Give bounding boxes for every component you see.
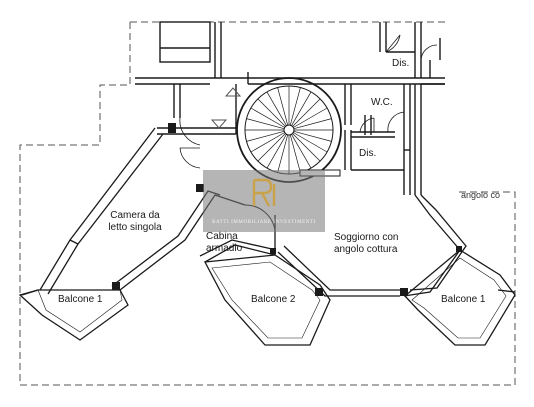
watermark-tagline: RATTI IMMOBILIARE INVESTIMENTI bbox=[212, 220, 316, 225]
stair-tread bbox=[289, 87, 301, 126]
stair-tread bbox=[292, 98, 321, 127]
agency-watermark-logo: RATTI IMMOBILIARE INVESTIMENTI bbox=[203, 170, 325, 232]
label-cabina-line2: armadio bbox=[206, 243, 243, 254]
perimeter-walls bbox=[39, 127, 467, 297]
stair-tread bbox=[293, 132, 328, 153]
label-camera-line1: Camera da bbox=[110, 210, 160, 221]
stair-tread bbox=[266, 134, 287, 169]
stair-tread bbox=[291, 134, 312, 169]
stair-tread bbox=[293, 107, 328, 128]
balconies bbox=[18, 249, 516, 346]
stair-tread bbox=[250, 132, 285, 153]
ri-monogram-icon bbox=[252, 178, 276, 207]
wall-markers bbox=[112, 123, 462, 296]
label-cabina: Cabina armadio bbox=[206, 231, 242, 255]
property-boundary bbox=[19, 21, 516, 386]
label-balcone-right: Balcone 1 bbox=[441, 294, 486, 305]
label-disimpegno-mid: Dis. bbox=[359, 148, 377, 159]
stair-tread bbox=[289, 134, 301, 173]
label-camera-line2: letto singola bbox=[108, 222, 162, 233]
label-soggiorno: Soggiorno con angolo cottura bbox=[334, 232, 399, 256]
label-wc: W.C. bbox=[371, 97, 393, 108]
stair-tread bbox=[246, 118, 285, 130]
stair-tread bbox=[246, 130, 285, 142]
label-balcone-mid: Balcone 2 bbox=[251, 294, 296, 305]
spiral-staircase bbox=[236, 77, 342, 183]
stair-tread bbox=[292, 133, 321, 162]
label-soggiorno-line1: Soggiorno con bbox=[334, 232, 399, 243]
stair-tread bbox=[277, 87, 289, 126]
label-disimpegno-top: Dis. bbox=[392, 58, 410, 69]
label-camera: Camera da letto singola bbox=[100, 210, 170, 234]
stair-tread bbox=[250, 107, 285, 128]
label-soggiorno-line2: angolo cottura bbox=[334, 244, 398, 255]
label-angolo-partial: angolo co bbox=[461, 190, 501, 200]
stair-tread bbox=[293, 130, 332, 142]
label-balcone-left: Balcone 1 bbox=[58, 294, 103, 305]
label-cabina-line1: Cabina bbox=[206, 231, 238, 242]
stair-tread bbox=[293, 118, 332, 130]
stair-tread bbox=[291, 91, 312, 126]
level-arrows bbox=[210, 87, 242, 129]
stair-tread bbox=[257, 98, 286, 127]
stair-tread bbox=[266, 91, 287, 126]
stair-tread bbox=[257, 133, 286, 162]
stair-tread bbox=[277, 134, 289, 173]
